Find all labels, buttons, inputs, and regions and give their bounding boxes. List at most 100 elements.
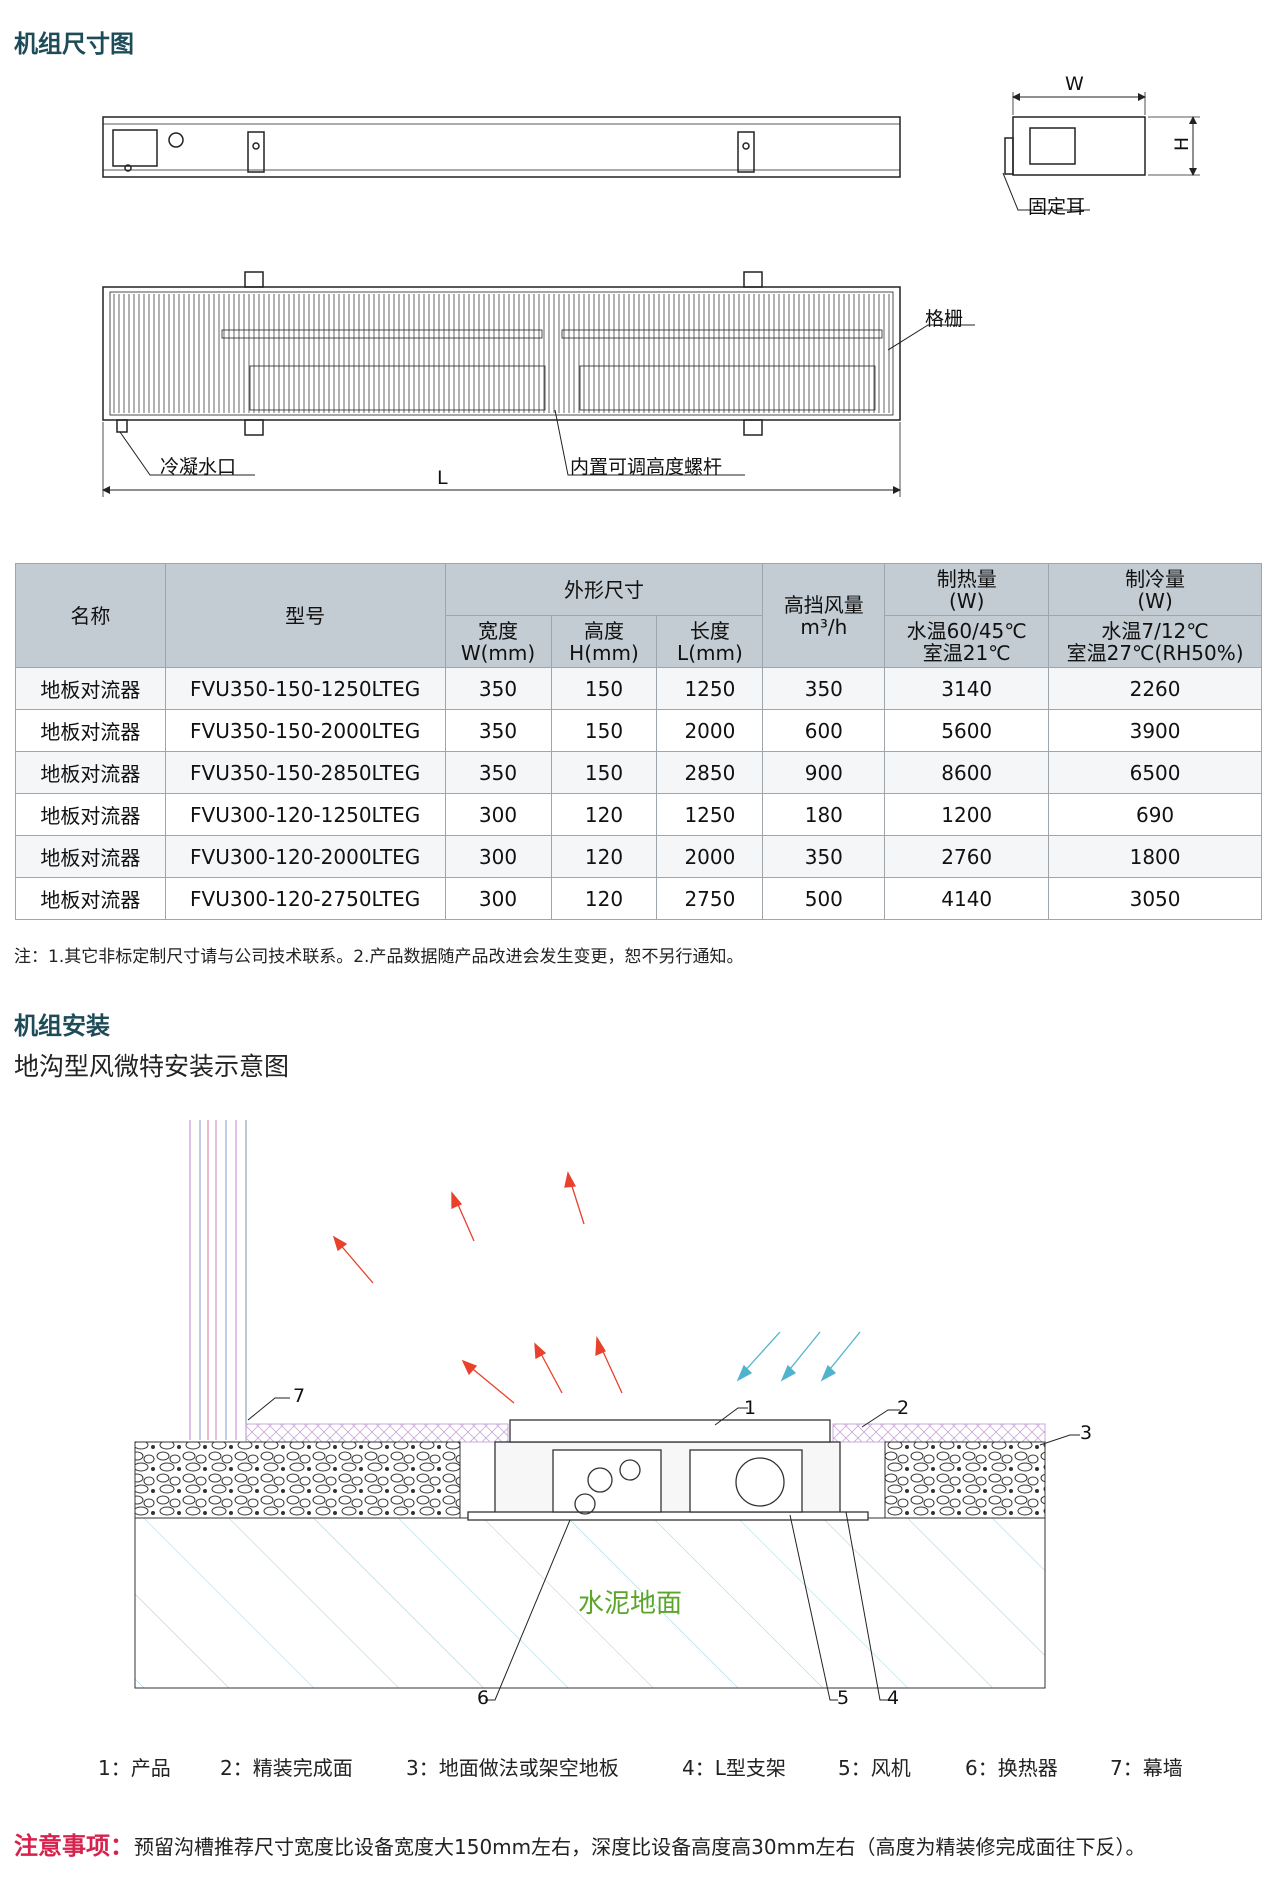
header-cooling-unit: (W) xyxy=(1137,588,1173,613)
cell-width: 350 xyxy=(444,751,552,794)
header-heating: 制热量 (W) xyxy=(884,563,1050,616)
header-height-unit: H(mm) xyxy=(569,640,639,665)
cell-airflow: 500 xyxy=(762,877,886,920)
header-airflow-title: 高挡风量 xyxy=(783,592,864,617)
header-heating-title: 制热量 xyxy=(936,566,997,591)
header-heating-unit: (W) xyxy=(949,588,985,613)
cell-length: 2750 xyxy=(656,877,764,920)
spec-table: 名称 型号 外形尺寸 高挡风量 m³/h 制热量 (W) 制冷量 (W) 宽度 … xyxy=(15,563,1262,920)
table-row: 地板对流器 FVU350-150-2850LTEG 350 150 2850 9… xyxy=(15,751,1262,794)
convector-unit xyxy=(467,1419,869,1521)
callout-5: 5 xyxy=(837,1687,850,1709)
table-row: 地板对流器 FVU350-150-1250LTEG 350 150 1250 3… xyxy=(15,667,1262,710)
cell-width: 350 xyxy=(444,667,552,710)
cool-air-arrows xyxy=(736,1331,861,1382)
cement-ground-label: 水泥地面 xyxy=(578,1589,683,1619)
cell-cooling: 3900 xyxy=(1048,709,1262,752)
cell-width: 350 xyxy=(444,709,552,752)
header-name: 名称 xyxy=(15,563,166,668)
header-heating-conditions: 水温60/45℃ 室温21℃ xyxy=(884,615,1050,668)
cell-width: 300 xyxy=(444,793,552,836)
height-dimension-label: H xyxy=(1171,136,1194,152)
header-length-title: 长度 xyxy=(689,618,730,643)
header-heating-cond2: 室温21℃ xyxy=(922,640,1011,665)
header-height-title: 高度 xyxy=(583,618,624,643)
finish-layer-left xyxy=(245,1423,509,1443)
header-cooling-title: 制冷量 xyxy=(1125,566,1186,591)
cell-airflow: 180 xyxy=(762,793,886,836)
legend-item: 3：地面做法或架空地板 xyxy=(406,1756,619,1780)
cell-name: 地板对流器 xyxy=(15,835,166,878)
cell-airflow: 600 xyxy=(762,709,886,752)
gravel-left xyxy=(134,1441,461,1519)
header-cooling-cond1: 水温7/12℃ xyxy=(1101,618,1209,643)
cell-cooling: 1800 xyxy=(1048,835,1262,878)
cell-length: 1250 xyxy=(656,793,764,836)
warm-air-arrows xyxy=(332,1171,623,1404)
curtain-wall xyxy=(189,1120,247,1440)
attention-title: 注意事项： xyxy=(14,1832,134,1860)
legend-item: 4：L型支架 xyxy=(682,1756,786,1780)
cell-heating: 2760 xyxy=(884,835,1050,878)
callout-7: 7 xyxy=(293,1385,306,1407)
end-view xyxy=(1002,92,1200,211)
cell-width: 300 xyxy=(444,835,552,878)
table-row: 地板对流器 FVU300-120-1250LTEG 300 120 1250 1… xyxy=(15,793,1262,836)
cell-cooling: 6500 xyxy=(1048,751,1262,794)
table-row: 地板对流器 FVU300-120-2750LTEG 300 120 2750 5… xyxy=(15,877,1262,920)
cell-name: 地板对流器 xyxy=(15,667,166,710)
finish-layer-right xyxy=(832,1423,1046,1443)
length-dimension-label: L xyxy=(437,467,448,489)
cell-model: FVU300-120-2750LTEG xyxy=(164,877,446,920)
cell-airflow: 900 xyxy=(762,751,886,794)
callout-4: 4 xyxy=(887,1687,900,1709)
install-subtitle: 地沟型风微特安装示意图 xyxy=(14,1052,290,1081)
legend-item: 2：精装完成面 xyxy=(220,1756,353,1780)
attention-note: 注意事项：预留沟槽推荐尺寸宽度比设备宽度大150mm左右，深度比设备高度高30m… xyxy=(14,1826,1146,1861)
cell-heating: 3140 xyxy=(884,667,1050,710)
cell-name: 地板对流器 xyxy=(15,709,166,752)
cell-model: FVU350-150-2000LTEG xyxy=(164,709,446,752)
cell-height: 120 xyxy=(550,877,658,920)
table-row: 地板对流器 FVU350-150-2000LTEG 350 150 2000 6… xyxy=(15,709,1262,752)
header-length-unit: L(mm) xyxy=(677,640,743,665)
cell-heating: 8600 xyxy=(884,751,1050,794)
legend-item: 6：换热器 xyxy=(965,1756,1058,1780)
cell-length: 2850 xyxy=(656,751,764,794)
cell-cooling: 3050 xyxy=(1048,877,1262,920)
section-title-dimensions: 机组尺寸图 xyxy=(14,30,134,58)
header-cooling-cond2: 室温27℃(RH50%) xyxy=(1066,640,1244,665)
cell-heating: 5600 xyxy=(884,709,1050,752)
cell-length: 2000 xyxy=(656,835,764,878)
cell-height: 120 xyxy=(550,793,658,836)
cell-name: 地板对流器 xyxy=(15,751,166,794)
table-note: 注：1.其它非标定制尺寸请与公司技术联系。2.产品数据随产品改进会发生变更，恕不… xyxy=(14,947,744,967)
install-diagram xyxy=(134,1120,1080,1701)
cell-airflow: 350 xyxy=(762,667,886,710)
header-width: 宽度 W(mm) xyxy=(444,615,552,668)
header-width-title: 宽度 xyxy=(478,618,519,643)
width-dimension-label: W xyxy=(1065,73,1084,95)
callout-3: 3 xyxy=(1080,1422,1093,1444)
cell-length: 1250 xyxy=(656,667,764,710)
cell-width: 300 xyxy=(444,877,552,920)
header-outline: 外形尺寸 xyxy=(444,563,764,616)
fixing-ear-label: 固定耳 xyxy=(1028,196,1086,218)
header-height: 高度 H(mm) xyxy=(550,615,658,668)
header-cooling-conditions: 水温7/12℃ 室温27℃(RH50%) xyxy=(1048,615,1262,668)
cell-heating: 1200 xyxy=(884,793,1050,836)
callout-2: 2 xyxy=(897,1397,910,1419)
cell-height: 120 xyxy=(550,835,658,878)
callout-1: 1 xyxy=(744,1397,757,1419)
cell-height: 150 xyxy=(550,709,658,752)
dimension-drawing xyxy=(102,92,1200,497)
table-row: 地板对流器 FVU300-120-2000LTEG 300 120 2000 3… xyxy=(15,835,1262,878)
header-width-unit: W(mm) xyxy=(460,640,536,665)
cell-model: FVU300-120-1250LTEG xyxy=(164,793,446,836)
gravel-right xyxy=(884,1441,1046,1519)
cell-height: 150 xyxy=(550,667,658,710)
cell-name: 地板对流器 xyxy=(15,793,166,836)
cell-name: 地板对流器 xyxy=(15,877,166,920)
section-title-install: 机组安装 xyxy=(14,1012,110,1040)
cell-model: FVU350-150-2850LTEG xyxy=(164,751,446,794)
